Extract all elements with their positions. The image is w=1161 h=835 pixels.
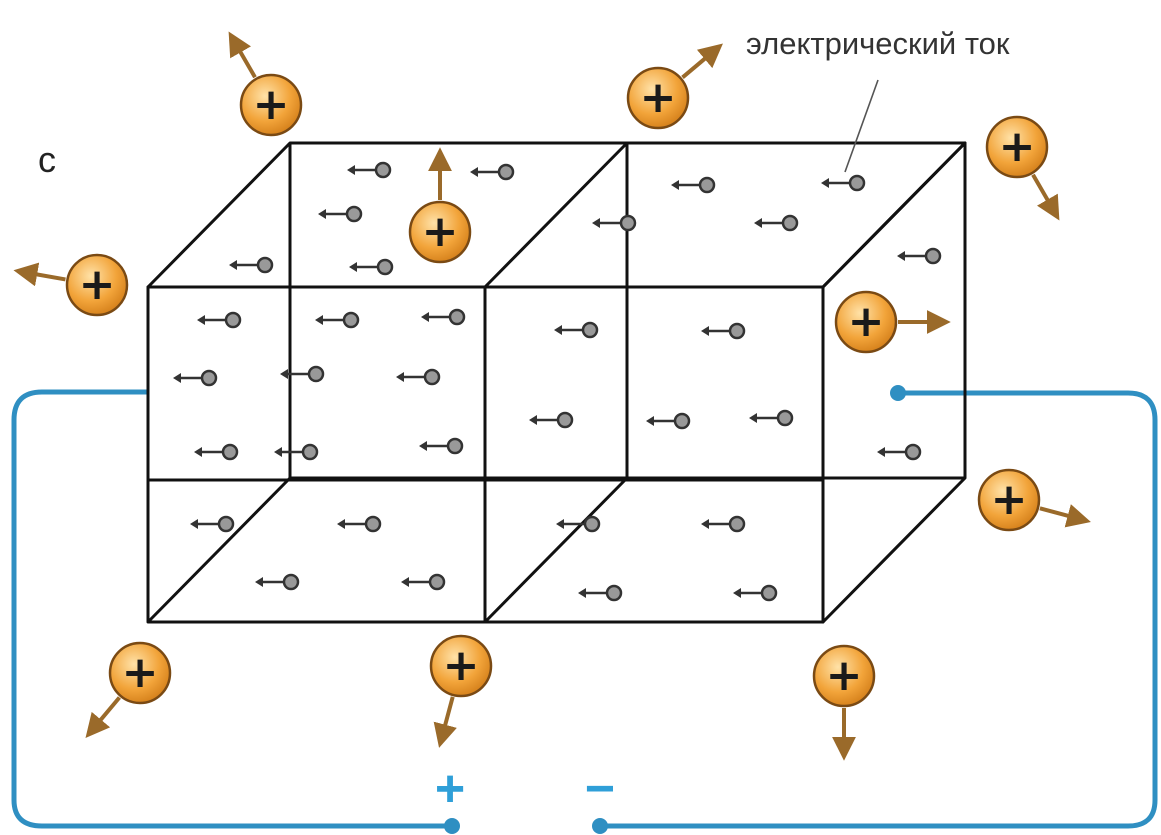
positive-ion-icon: + [977,468,1091,532]
electron-icon [578,584,623,602]
wire-left [11,389,452,829]
electron-icon [733,584,778,602]
electron-icon [337,515,382,533]
positive-ion-icon: + [13,253,129,317]
positive-ion-icon: + [429,634,493,748]
electron-icon [749,409,794,427]
electron-icon [701,515,746,533]
electron-icon [274,443,319,461]
right-face [821,141,967,624]
panel-letter: c [38,139,56,180]
electron-icon [554,321,599,339]
positive-ion-icon: + [408,147,472,264]
electron-icon [173,369,218,387]
electron-icon [401,573,446,591]
ion-sign: + [79,259,116,310]
electron-icon [419,437,464,455]
electron-icon [470,163,515,181]
terminal-plus-dot [444,818,460,834]
terminal-minus-label: − [585,760,615,818]
electron-icon [190,515,235,533]
electron-icon [671,176,716,194]
electron-icon [229,256,274,274]
positive-ions: + + + + + + + + + + [13,31,1091,761]
label-pointer-line [844,79,879,173]
ion-sign: + [122,647,159,698]
electron-icon [318,205,363,223]
wire-right [600,390,1158,829]
ion-sign: + [826,650,863,701]
electron-icon [280,365,325,383]
terminal-plus-label: + [435,760,465,818]
circuit-wire [11,389,1158,829]
electron-icon [701,322,746,340]
ion-sign: + [422,206,459,257]
electron-icon [194,443,239,461]
electron-icon [556,515,601,533]
electron-icon [592,214,637,232]
ion-sign: + [640,72,677,123]
electron-icon [421,308,466,326]
ion-sign: + [999,121,1036,172]
positive-ion-icon: + [812,644,876,761]
positive-ion-icon: + [85,641,172,738]
terminal-minus-dot [592,818,608,834]
ion-sign: + [253,79,290,130]
electron-icon [349,258,394,276]
electron-icon [754,214,799,232]
electron-icon [396,368,441,386]
conductor-block [146,141,967,624]
electrons [173,161,942,602]
electron-icon [877,443,922,461]
ion-sign: + [848,296,885,347]
electron-icon [646,412,691,430]
electron-icon [821,174,866,192]
electron-icon [529,411,574,429]
current-label: электрический ток [746,26,1010,61]
positive-ion-icon: + [985,115,1060,221]
ion-sign: + [991,474,1028,525]
positive-ion-icon: + [834,290,951,354]
positive-ion-icon: + [228,31,303,137]
electron-icon [315,311,360,329]
electron-icon [255,573,300,591]
wire-contact-dot [890,385,906,401]
electron-icon [347,161,392,179]
ion-sign: + [443,640,480,691]
electron-icon [897,247,942,265]
positive-ion-icon: + [626,43,723,130]
electron-icon [197,311,242,329]
